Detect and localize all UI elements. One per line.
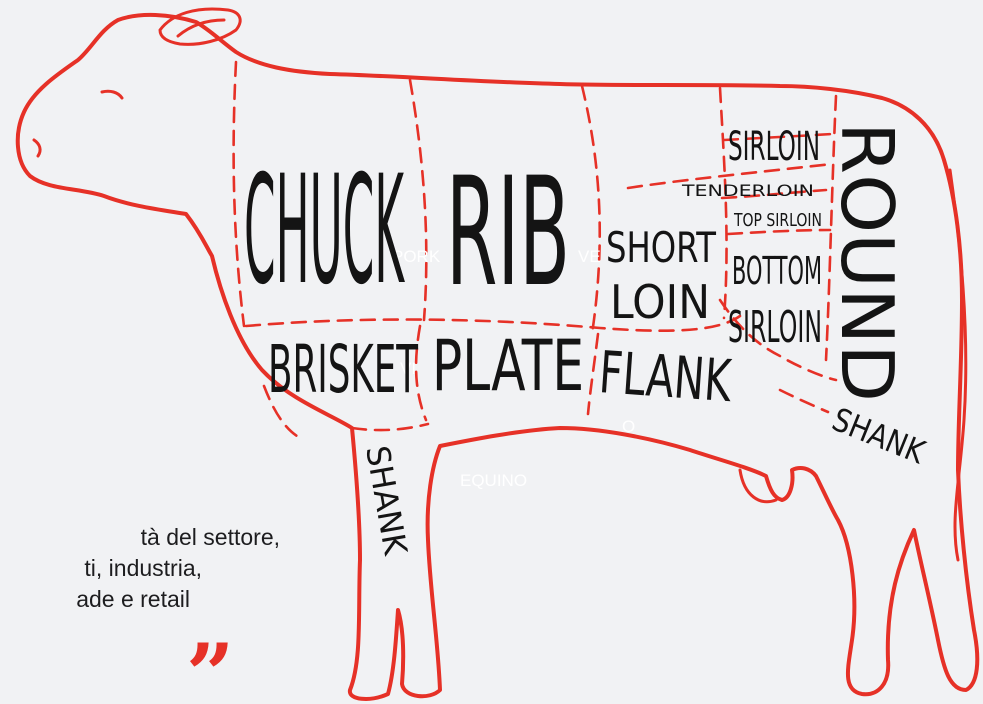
- cut-label-round: ROUND: [825, 122, 909, 402]
- cow-eye: [102, 91, 122, 98]
- ghost-label-equino: EQUINO: [460, 471, 527, 490]
- cut-label-top-sirloin: TOP SIRLOIN: [733, 210, 822, 231]
- cow-ear-inner: [178, 20, 224, 36]
- cut-label-chuck: CHUCK: [244, 144, 405, 318]
- cut-label-sirloin-2: SIRLOIN: [728, 302, 822, 353]
- cow-nostril: [34, 140, 40, 156]
- cut-label-brisket: BRISKET: [268, 331, 418, 408]
- cut-label-flank: FLANK: [597, 338, 735, 415]
- quote-line-2: ti, industria,: [0, 553, 202, 584]
- cut-label-short: SHORT: [606, 223, 716, 272]
- cut-label-rib: RIB: [446, 146, 570, 320]
- testimonial-quote: tà del settore, ti, industria, ade e ret…: [0, 522, 280, 615]
- cut-label-loin: LOIN: [610, 275, 710, 329]
- quote-line-1: tà del settore,: [0, 522, 280, 553]
- cut-label-tenderloin: TENDERLOIN: [681, 181, 814, 200]
- ghost-label-veal: VE: [578, 247, 601, 266]
- cut-label-sirloin: SIRLOIN: [728, 124, 820, 170]
- cut-label-bottom: BOTTOM: [732, 249, 822, 293]
- cut-label-plate: PLATE: [432, 325, 584, 407]
- ghost-label-misc-2: O: [622, 417, 635, 436]
- cut-label-shank-front: SHANK: [358, 443, 415, 559]
- quote-line-3: ade e retail: [0, 584, 190, 615]
- closing-quote-icon: ”: [186, 640, 234, 704]
- cut-label-shank-rear: SHANK: [827, 400, 931, 472]
